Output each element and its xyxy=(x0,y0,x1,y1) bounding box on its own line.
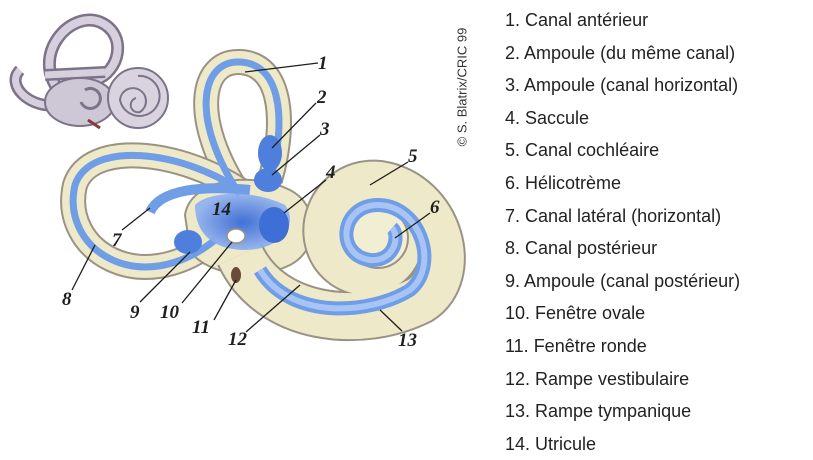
marker-13: 13 xyxy=(398,330,417,351)
legend-item: 5. Canal cochléaire xyxy=(505,134,740,167)
legend-item: 3. Ampoule (canal horizontal) xyxy=(505,69,740,102)
legend-item: 11. Fenêtre ronde xyxy=(505,330,740,363)
legend-item: 6. Hélicotrème xyxy=(505,167,740,200)
legend-item: 14. Utricule xyxy=(505,428,740,460)
marker-14: 14 xyxy=(212,199,231,220)
legend-list: 1. Canal antérieur 2. Ampoule (du même c… xyxy=(505,4,740,460)
marker-11: 11 xyxy=(192,317,210,338)
legend-item: 1. Canal antérieur xyxy=(505,4,740,37)
legend-item: 8. Canal postérieur xyxy=(505,232,740,265)
marker-8: 8 xyxy=(62,289,72,310)
labyrinth-inset-sketch xyxy=(16,20,168,128)
marker-10: 10 xyxy=(160,302,180,323)
legend-item: 10. Fenêtre ovale xyxy=(505,297,740,330)
photo-credit: © S. Blatrix/CRIC 99 xyxy=(455,28,470,147)
marker-6: 6 xyxy=(430,197,440,218)
marker-2: 2 xyxy=(316,87,327,108)
legend-item: 2. Ampoule (du même canal) xyxy=(505,37,740,70)
marker-12: 12 xyxy=(228,329,248,350)
marker-3: 3 xyxy=(319,119,330,140)
marker-7: 7 xyxy=(112,230,123,251)
marker-5: 5 xyxy=(408,146,418,167)
legend-item: 9. Ampoule (canal postérieur) xyxy=(505,265,740,298)
legend-item: 7. Canal latéral (horizontal) xyxy=(505,200,740,233)
marker-4: 4 xyxy=(325,162,336,183)
marker-9: 9 xyxy=(130,302,140,323)
legend-item: 4. Saccule xyxy=(505,102,740,135)
legend-item: 13. Rampe tympanique xyxy=(505,395,740,428)
marker-1: 1 xyxy=(318,53,328,74)
legend-item: 12. Rampe vestibulaire xyxy=(505,363,740,396)
